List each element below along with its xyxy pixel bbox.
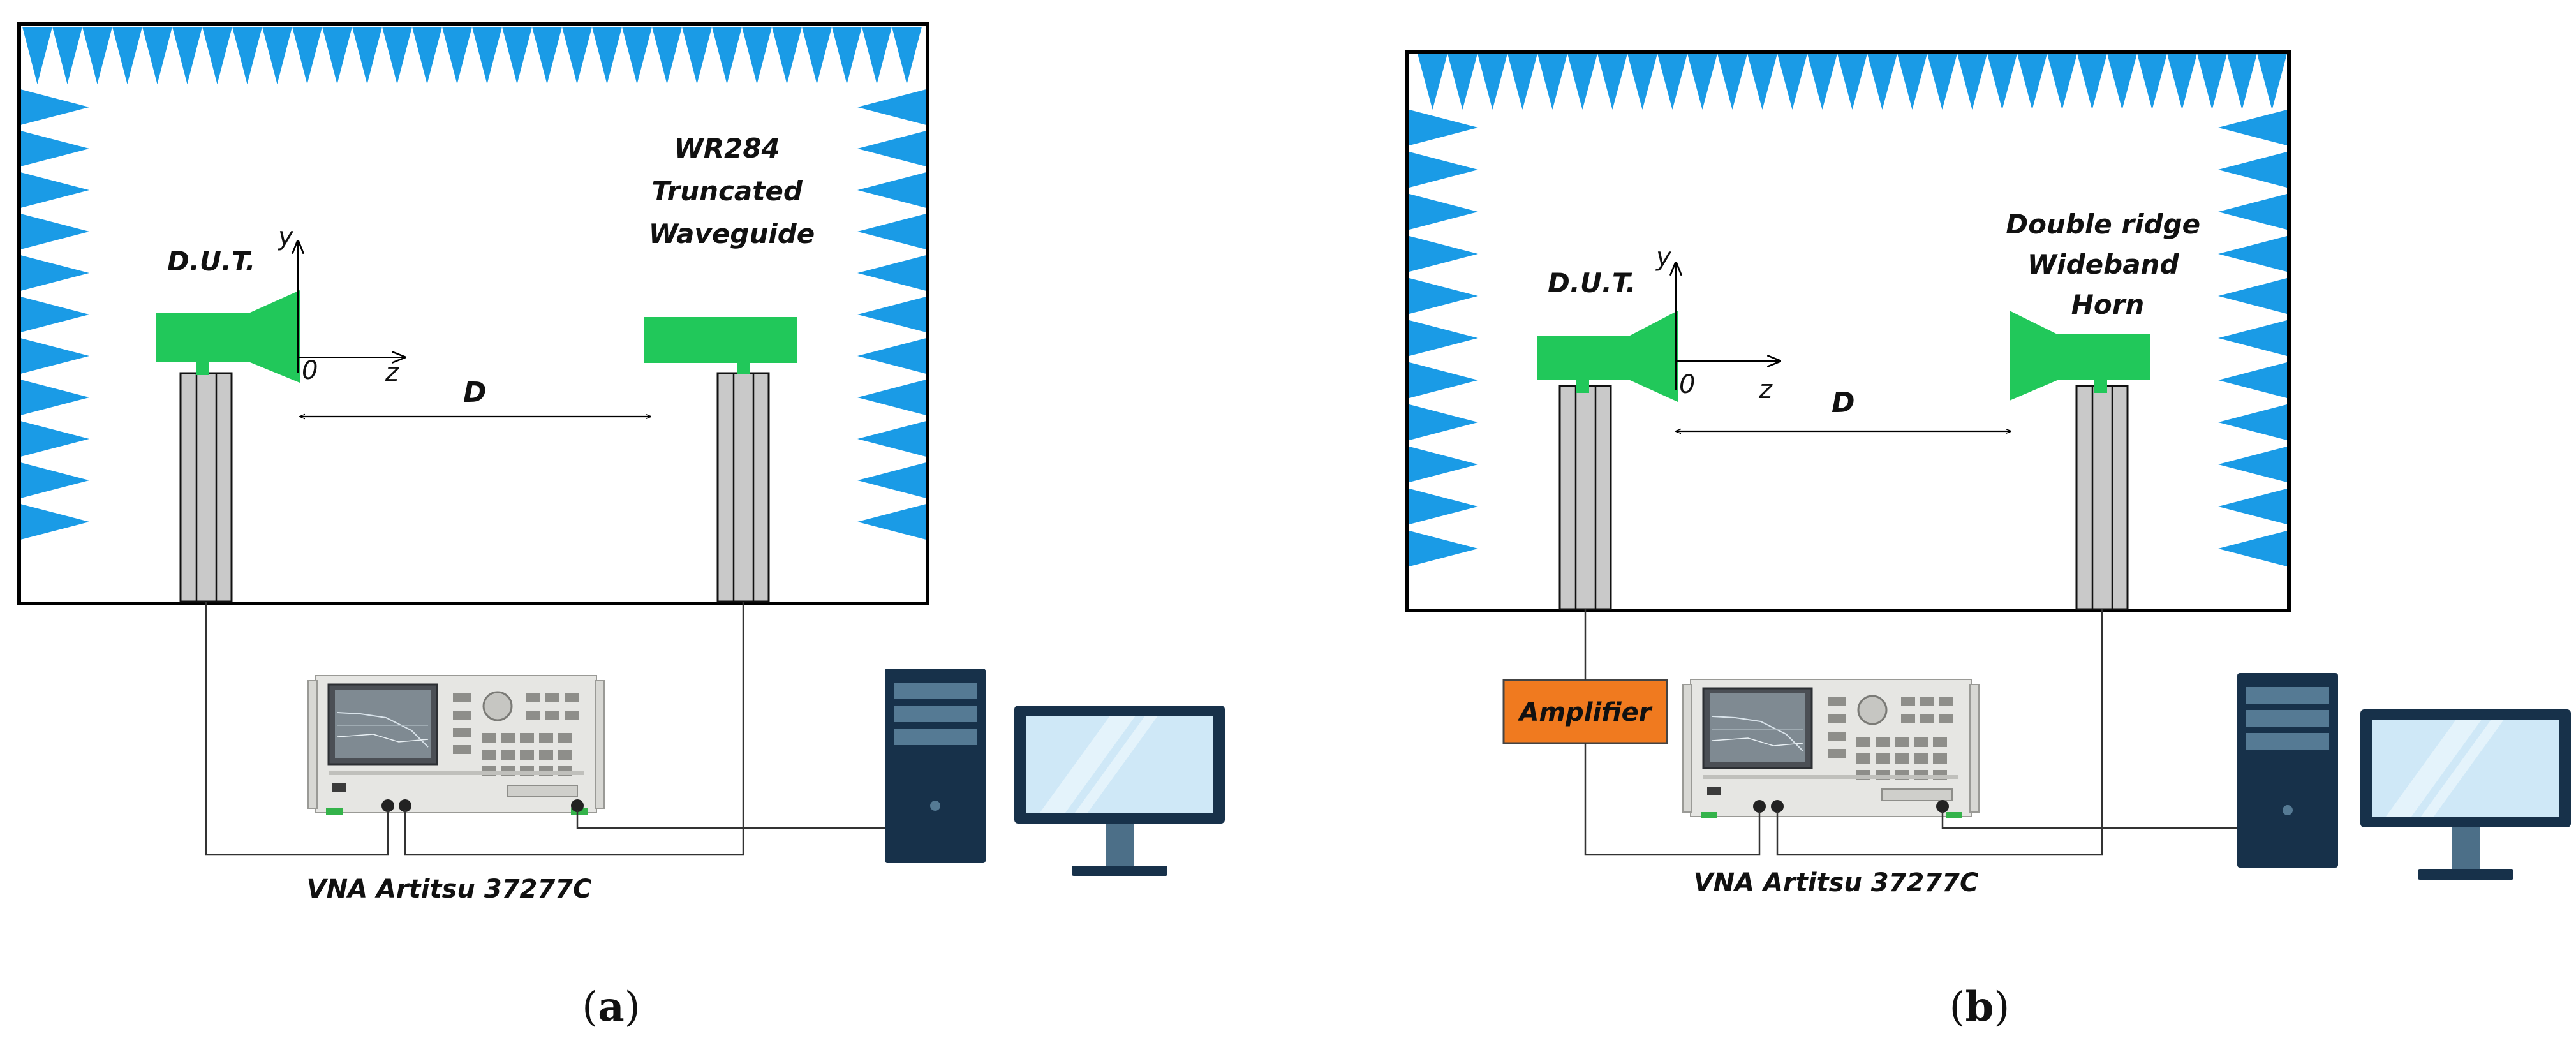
distance-label-a: D bbox=[463, 376, 487, 409]
origin-label-a: 0 bbox=[302, 356, 318, 385]
vna-port-2-b bbox=[1771, 800, 1784, 813]
vna-label-a: VNA Artitsu 37277C bbox=[307, 875, 592, 904]
vna-port-2-a bbox=[399, 799, 411, 812]
cables-b bbox=[1584, 609, 2237, 856]
probe-mast-a bbox=[716, 372, 770, 603]
dut-horn-antenna-b bbox=[1537, 311, 1678, 402]
computer-tower-a bbox=[885, 669, 986, 863]
dut-horn-antenna-a bbox=[156, 290, 300, 383]
probe-label-b: Double ridge Wideband Horn bbox=[2006, 209, 2210, 320]
chamber-a-absorbers bbox=[20, 27, 926, 540]
y-axis-label-a: y bbox=[278, 222, 294, 251]
panel-b: y z 0 D D.U.T. Double ridge Wideband Hor… bbox=[1405, 50, 2571, 1031]
monitor-b bbox=[2360, 709, 2571, 880]
computer-tower-b bbox=[2237, 673, 2338, 868]
vna-port-1-b bbox=[1753, 800, 1766, 813]
monitor-a bbox=[1014, 706, 1225, 876]
distance-label-b: D bbox=[1832, 387, 1855, 419]
caption-b: (b) bbox=[1950, 983, 2010, 1031]
vna-instrument-b bbox=[1682, 678, 1980, 820]
dut-label-b: D.U.T. bbox=[1548, 267, 1636, 299]
dut-connector-a bbox=[196, 362, 209, 375]
vna-port-3-b bbox=[1936, 800, 1949, 813]
chamber-b-absorbers bbox=[1409, 54, 2287, 566]
z-axis-label-b: z bbox=[1758, 375, 1773, 404]
vna-port-3-a bbox=[571, 799, 584, 812]
z-axis-label-a: z bbox=[385, 358, 399, 387]
chamber-a-border bbox=[17, 22, 929, 605]
dut-label-a: D.U.T. bbox=[167, 246, 255, 277]
y-axis-label-b: y bbox=[1655, 242, 1672, 272]
dut-connector-b bbox=[1576, 380, 1589, 393]
vna-instrument-a bbox=[307, 674, 605, 816]
panel-a: y z 0 D D.U.T. WR284 Truncated Waveguide… bbox=[17, 22, 1225, 1031]
probe-connector-a bbox=[737, 363, 750, 374]
probe-connector-b bbox=[2094, 380, 2107, 393]
vna-label-b: VNA Artitsu 37277C bbox=[1694, 868, 1979, 898]
probe-ridge-horn-b bbox=[2010, 311, 2150, 401]
cables-a bbox=[205, 602, 885, 856]
origin-label-b: 0 bbox=[1679, 370, 1695, 399]
dut-mast-a bbox=[179, 372, 233, 603]
vna-port-1-a bbox=[381, 799, 394, 812]
probe-label-a: WR284 Truncated Waveguide bbox=[649, 133, 815, 249]
dut-mast-b bbox=[1558, 385, 1612, 610]
amplifier-label: Amplifier bbox=[1517, 698, 1652, 727]
probe-mast-b bbox=[2075, 385, 2129, 610]
caption-a: (a) bbox=[582, 983, 640, 1031]
chamber-b-border bbox=[1405, 50, 2291, 612]
probe-waveguide-a bbox=[644, 317, 797, 363]
